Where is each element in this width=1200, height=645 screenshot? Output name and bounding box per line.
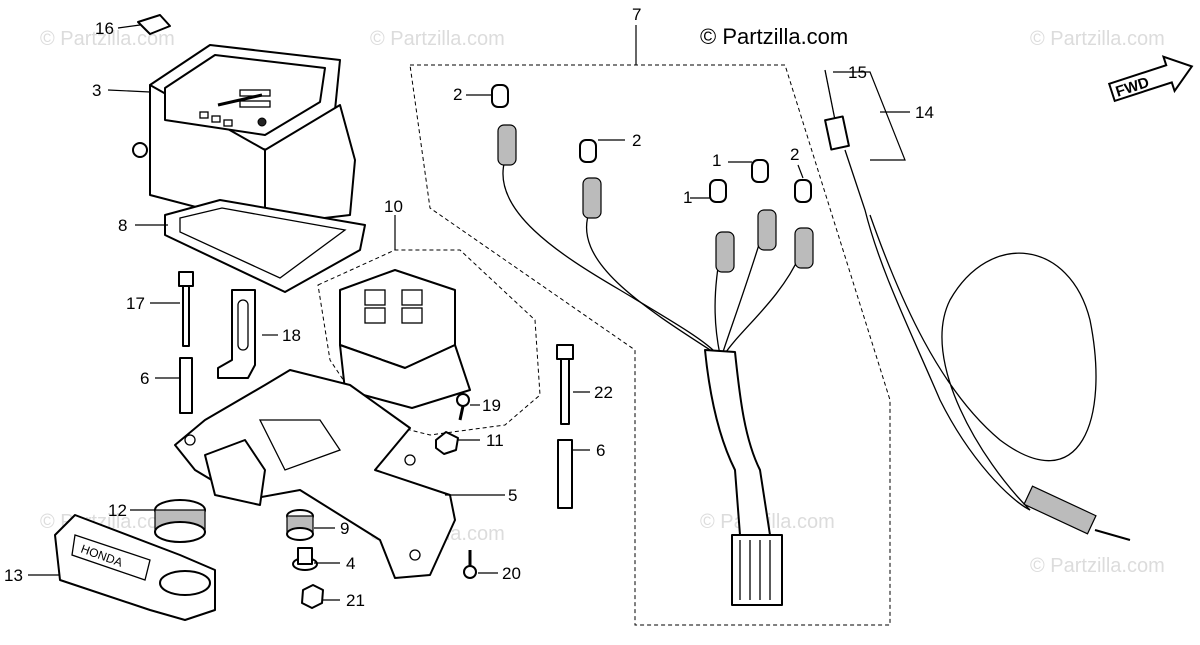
fwd-arrow-icon: FWD [1107, 55, 1194, 103]
collar-left [179, 357, 193, 414]
callout-16: 16 [95, 19, 114, 38]
nut-11 [435, 431, 459, 455]
callout-10: 10 [384, 197, 403, 216]
emblem-cover: HONDA [54, 514, 216, 621]
callout-8: 8 [118, 216, 127, 235]
callout-4: 4 [346, 554, 355, 573]
callout-21: 21 [346, 591, 365, 610]
callout-2b: 2 [632, 131, 641, 150]
label-plate [137, 14, 171, 35]
indicator-box [339, 269, 471, 409]
callout-13: 13 [4, 566, 23, 585]
meter-gasket [164, 199, 366, 293]
collar-4 [292, 547, 318, 571]
collar-right [557, 439, 573, 509]
watermark-faint: © Partzilla.com [370, 28, 505, 50]
harness-group-outline [409, 64, 891, 626]
leader-lines [28, 24, 910, 601]
watermark-faint: © Partzilla.com [1030, 555, 1165, 577]
callout-2a: 2 [453, 85, 462, 104]
stay-bracket [217, 289, 256, 379]
callout-18: 18 [282, 326, 301, 345]
screw-19 [456, 393, 470, 421]
callout-14: 14 [915, 103, 934, 122]
callout-9: 9 [340, 519, 349, 538]
callout-11: 11 [486, 431, 504, 450]
fwd-label: FWD [1114, 74, 1152, 101]
callout-6b: 6 [596, 441, 605, 460]
wire-harness [497, 124, 814, 606]
bulbs [491, 84, 812, 203]
callout-19: 19 [482, 396, 501, 415]
meter-housing [132, 44, 356, 241]
rubber-9 [286, 509, 314, 541]
screw-17 [178, 271, 194, 347]
callout-17: 17 [126, 294, 145, 313]
nut-21 [301, 584, 324, 609]
watermark-faint: © Partzilla.com [1030, 28, 1165, 50]
screw-22 [556, 344, 574, 425]
callout-7: 7 [632, 5, 641, 24]
watermark-main: © Partzilla.com [700, 24, 848, 49]
screw-20 [463, 550, 477, 579]
watermark-faint: © Partzilla.com [40, 28, 175, 50]
callout-6a: 6 [140, 369, 149, 388]
callout-3: 3 [92, 81, 101, 100]
callout-2c: 2 [790, 145, 799, 164]
speedometer-cable [824, 69, 1131, 541]
callout-5: 5 [508, 486, 517, 505]
callout-20: 20 [502, 564, 521, 583]
callout-1b: 1 [712, 151, 721, 170]
callout-15: 15 [848, 63, 867, 82]
meter-stay-plate [174, 369, 456, 579]
callout-12: 12 [108, 501, 127, 520]
callout-1a: 1 [683, 188, 692, 207]
grommet-12 [154, 499, 206, 543]
callout-22: 22 [594, 383, 613, 402]
